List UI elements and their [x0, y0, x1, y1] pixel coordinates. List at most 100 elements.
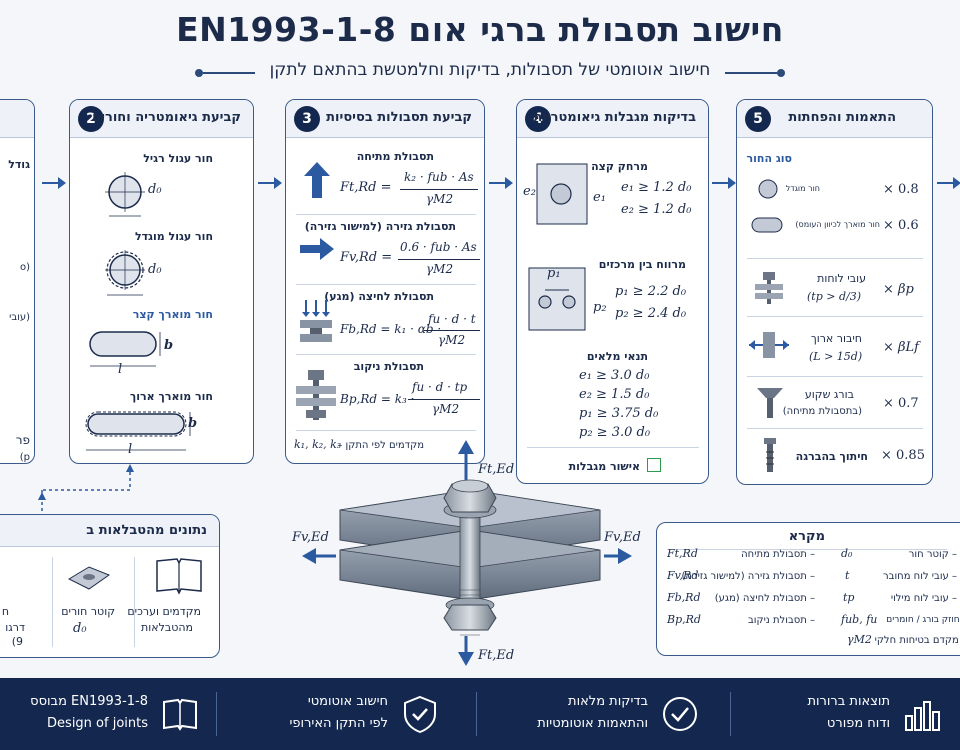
- step-number: 5: [745, 106, 771, 132]
- dot-decoration: [777, 69, 785, 77]
- formula-label: תסבולת ניקוב: [353, 360, 424, 373]
- check-circle-icon: [663, 697, 697, 731]
- hole-label: חור עגול רגיל: [143, 152, 213, 165]
- footer-line2: והתאמות אוטומטיות: [537, 716, 648, 731]
- legend-symbol: Ft,Rd: [667, 547, 698, 560]
- row-sub: (בתסבולת מתיחה): [782, 406, 862, 417]
- legend-text: – עובי לוח מחובר: [883, 571, 957, 582]
- spacing-label: מרווח בין מרכזים: [598, 258, 686, 271]
- page-subtitle: חישוב אוטומטי של תסבולות, בדיקות וחלמטשת…: [269, 60, 711, 80]
- oversized-hole-icon: [105, 250, 145, 296]
- footer-line2: לפי התקן האירופי: [289, 716, 388, 731]
- formula-label: תסבולת לחיצה (מגע): [324, 290, 434, 303]
- dashed-connector: [38, 464, 134, 512]
- book-icon: [163, 698, 197, 731]
- short-slot-icon: [89, 331, 161, 367]
- footnote: מקדמים לפי התקן –: [337, 440, 424, 451]
- fraction-bar: [398, 259, 480, 260]
- legend-text: – תסבולת גזירה (למישור גזירה): [681, 571, 815, 582]
- row-factor: × 0.8: [883, 182, 919, 197]
- legend-text: – תסבולת מתיחה: [741, 549, 815, 560]
- divider: [134, 557, 135, 647]
- row-label: חור מוגדל: [785, 184, 820, 193]
- slot-dim-b: b: [188, 416, 198, 431]
- card-header: 5 התאמות והפחתות: [737, 100, 932, 138]
- card-adjustments: 5 התאמות והפחתות סוג החור חור מוגדל × 0.…: [736, 99, 933, 485]
- formula-lhs: Fv,Rd =: [340, 250, 393, 265]
- row-factor: × 0.85: [881, 448, 925, 463]
- flow-arrow: [258, 177, 282, 189]
- bolted-joint-illustration: [302, 440, 632, 666]
- card-header: 3 קביעת תסבולות בסיסיות: [286, 100, 484, 138]
- row-label: חור מוארך לכיוון העומס): [795, 220, 880, 229]
- row-label: בורג שקוע: [804, 388, 854, 401]
- plate-hole-icon: [67, 566, 111, 590]
- formula-den: γM2: [438, 333, 466, 347]
- formula-lhs: Ft,Rd =: [340, 180, 392, 195]
- spacing-eq: p₂ ≥ 2.4 d₀: [615, 306, 687, 321]
- line-decoration: [203, 72, 255, 74]
- row-sub: (tp > d/3): [807, 290, 862, 303]
- formula-den: γM2: [426, 192, 454, 206]
- materials-label: 9): [11, 635, 23, 648]
- legend-text: – קוטר חור: [908, 549, 957, 560]
- card1-label: (o: [19, 262, 30, 273]
- bearing-icon: [300, 300, 332, 342]
- card-title: בדיקות מגבלות גיאומטריות: [533, 110, 696, 125]
- divider: [747, 316, 923, 317]
- card-geometric-checks: 4 בדיקות מגבלות גיאומטריות e₂ e₁ מרחק קצ…: [516, 99, 709, 484]
- full-eq: e₂ ≥ 1.5 d₀: [579, 387, 650, 402]
- spacing-eq: p₁ ≥ 2.2 d₀: [615, 284, 687, 299]
- row-factor: × βp: [883, 282, 914, 297]
- materials-label: מקדמים וערכים: [127, 605, 201, 618]
- flow-arrow: [489, 177, 513, 189]
- step-number: 4: [525, 106, 551, 132]
- approve-checkbox[interactable]: [647, 458, 661, 472]
- card-header: 4 בדיקות מגבלות גיאומטריות: [517, 100, 708, 138]
- approve-label: אישור מגבלות: [568, 460, 640, 473]
- punching-bolt-icon: [296, 370, 336, 420]
- divider: [296, 284, 476, 285]
- divider: [747, 258, 923, 259]
- divider: [52, 557, 53, 647]
- spacing-icon: [528, 267, 586, 331]
- force-top-label: Ft,Ed: [478, 462, 515, 477]
- legend-text: – עובי לוח מילוי: [890, 593, 957, 604]
- round-hole-icon: [105, 172, 145, 217]
- materials-panel: נתונים מהטבלאות ב מקדמים וערכים מהטבלאות…: [0, 514, 220, 658]
- formula-den: γM2: [432, 402, 460, 416]
- fraction-bar: [424, 330, 480, 331]
- formula-den: γM2: [426, 262, 454, 276]
- plate-thickness-icon: [755, 272, 783, 304]
- footnote-math: k₁, k₂, k₃: [294, 438, 342, 451]
- oversized-hole-icon: [758, 179, 778, 199]
- materials-label: קוטר חורים: [61, 605, 115, 618]
- hole-label: חור מוארך ארוך: [129, 390, 213, 403]
- full-eq: p₁ ≥ 3.75 d₀: [579, 406, 659, 421]
- footer-divider: [730, 692, 731, 736]
- force-left-label: Fv,Ed: [292, 530, 329, 545]
- divider: [747, 428, 923, 429]
- footer-line2: Design of joints: [47, 716, 148, 731]
- force-right-label: Fv,Ed: [604, 530, 641, 545]
- slotted-hole-icon: [751, 217, 783, 233]
- line-decoration: [725, 72, 777, 74]
- edge-e2-label: e₂: [523, 184, 536, 199]
- footer-item: בדיקות מלאות והתאמות אוטומטיות: [478, 678, 718, 750]
- card1-label: (עובי: [9, 312, 30, 323]
- card-header: [0, 100, 34, 138]
- footer-line2: ודוח מפורט: [826, 716, 890, 731]
- divider: [296, 430, 476, 431]
- footer-item: חישוב אוטומטי לפי התקן האירופי: [218, 678, 458, 750]
- flow-arrow: [937, 177, 960, 189]
- formula-num: 0.6 · fub · As: [400, 240, 477, 254]
- row-factor: × βLf: [883, 340, 919, 355]
- materials-label: ח: [1, 605, 9, 618]
- card-title: נתונים מהטבלאות ב: [86, 523, 207, 538]
- card1-label: פר: [15, 433, 30, 447]
- flow-arrow: [712, 177, 736, 189]
- hole-label: חור מוארך קצר: [132, 308, 213, 321]
- footer-divider: [476, 692, 477, 736]
- long-joint-icon: [749, 332, 789, 358]
- card1-label: גודל: [8, 158, 30, 171]
